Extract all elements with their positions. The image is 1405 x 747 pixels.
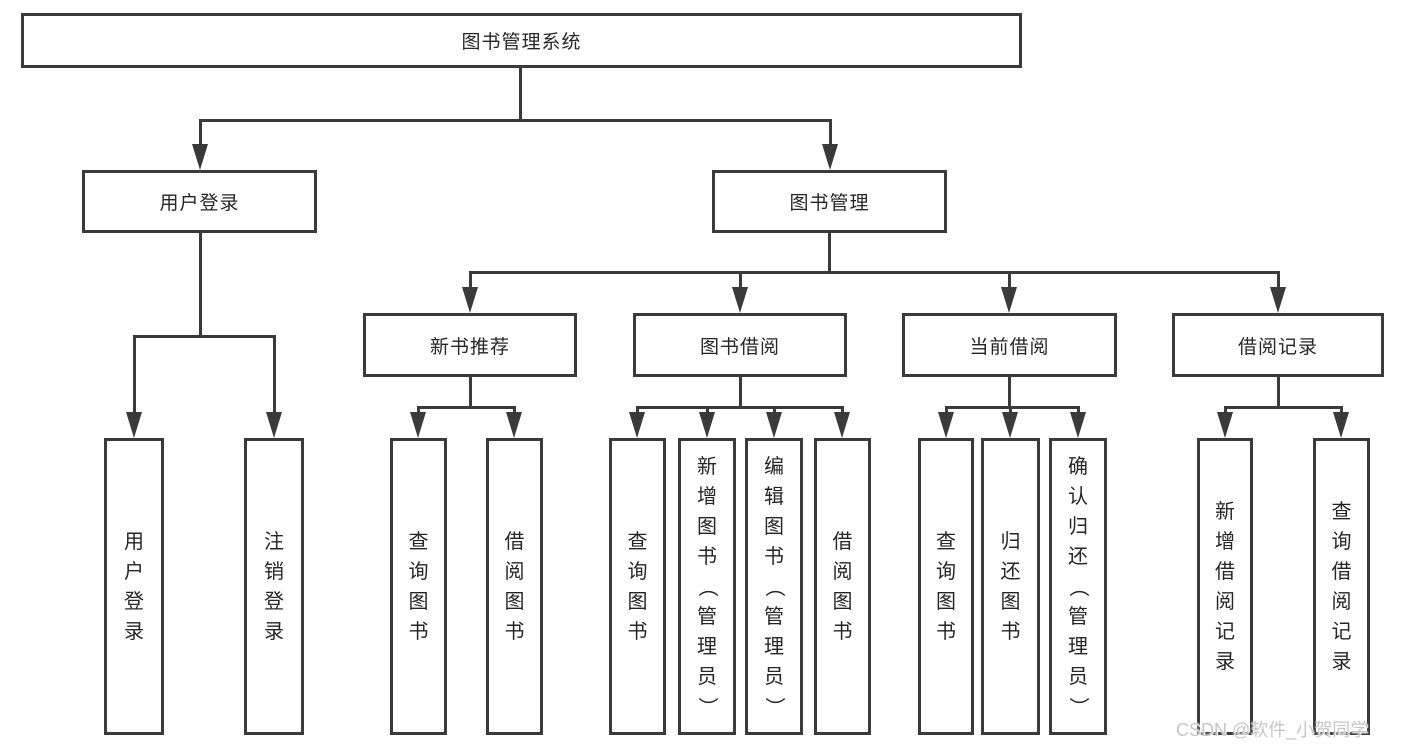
- node-label: 用户登录: [124, 530, 144, 643]
- node-label: 借阅记录: [1237, 336, 1318, 358]
- arrow-down-icon: [1000, 287, 1017, 313]
- connector-line: [417, 406, 420, 415]
- connector-line: [132, 335, 136, 413]
- connector-line: [513, 406, 516, 415]
- node-query-borrow-record: 查询借阅记录: [1313, 438, 1370, 735]
- connector-line: [738, 271, 742, 290]
- arrow-down-icon: [731, 287, 748, 313]
- arrow-down-icon: [834, 412, 850, 438]
- connector-line: [1009, 406, 1012, 415]
- arrow-down-icon: [765, 412, 782, 438]
- node-add-borrow-record: 新增借阅记录: [1197, 438, 1253, 735]
- connector-line: [705, 406, 709, 415]
- node-label: 借阅图书: [832, 530, 853, 643]
- node-label: 图书借阅: [699, 336, 780, 358]
- node-label: 查询图书: [408, 530, 429, 643]
- node-book-management: 图书管理: [712, 170, 947, 233]
- node-book-borrowing: 图书借阅: [633, 313, 847, 377]
- node-label: 新增借阅记录: [1215, 500, 1235, 673]
- node-label: 新增图书（管理员）: [696, 455, 718, 717]
- node-new-book-recommend: 新书推荐: [363, 313, 577, 377]
- connector-line: [468, 271, 472, 290]
- connector-line: [272, 335, 276, 413]
- connector-line: [1076, 406, 1080, 415]
- connector-line: [198, 119, 202, 147]
- node-label: 编辑图书（管理员）: [763, 455, 785, 717]
- arrow-down-icon: [265, 412, 282, 438]
- connector-line: [417, 406, 516, 409]
- node-logout: 注销登录: [244, 438, 304, 735]
- connector-line: [468, 377, 472, 409]
- connector-line: [468, 271, 1280, 274]
- arrow-down-icon: [629, 412, 645, 438]
- connector-line: [738, 377, 742, 409]
- connector-line: [944, 406, 948, 415]
- connector-line: [1223, 406, 1227, 415]
- node-label: 用户登录: [159, 193, 240, 214]
- watermark: CSDN @软件_小贺同学: [1176, 720, 1369, 740]
- node-query-book-recommend: 查询图书: [390, 438, 447, 735]
- arrow-down-icon: [1333, 412, 1349, 438]
- connector-line: [198, 233, 202, 338]
- node-library-system: 图书管理系统: [21, 13, 1022, 68]
- connector-line: [1008, 377, 1011, 409]
- connector-line: [1223, 406, 1343, 409]
- arrow-down-icon: [191, 144, 208, 170]
- arrow-down-icon: [937, 412, 954, 438]
- arrow-down-icon: [1002, 412, 1018, 438]
- node-label: 借阅图书: [504, 530, 525, 643]
- node-return-book: 归还图书: [981, 438, 1040, 735]
- arrow-down-icon: [125, 412, 142, 438]
- connector-line: [772, 406, 776, 415]
- node-login-user: 用户登录: [104, 438, 164, 735]
- node-confirm-return-admin: 确认归还（管理员）: [1049, 438, 1107, 735]
- arrow-down-icon: [698, 412, 715, 438]
- connector-line: [841, 406, 844, 415]
- node-label: 图书管理系统: [461, 32, 582, 53]
- arrow-down-icon: [410, 412, 426, 438]
- connector-line: [636, 406, 639, 415]
- connector-line: [1007, 271, 1011, 290]
- connector-line: [1340, 406, 1343, 415]
- node-label: 查询借阅记录: [1331, 500, 1352, 673]
- connector-line: [518, 68, 522, 122]
- node-label: 当前借阅: [969, 336, 1050, 358]
- connector-line: [1276, 271, 1280, 290]
- node-label: 确认归还（管理员）: [1067, 455, 1089, 717]
- node-edit-book-admin: 编辑图书（管理员）: [745, 438, 803, 735]
- node-add-book-admin: 新增图书（管理员）: [678, 438, 736, 735]
- arrow-down-icon: [1216, 412, 1233, 438]
- connector-line: [944, 406, 1080, 409]
- node-label: 归还图书: [1000, 530, 1021, 643]
- arrow-down-icon: [506, 412, 522, 438]
- connector-line: [828, 233, 831, 274]
- node-user-login: 用户登录: [82, 170, 317, 233]
- node-borrow-book-recommend: 借阅图书: [486, 438, 543, 735]
- node-label: 图书管理: [789, 193, 870, 214]
- connector-line: [828, 119, 832, 147]
- node-borrow-book-borrowing: 借阅图书: [814, 438, 871, 735]
- node-query-book-current: 查询图书: [918, 438, 974, 735]
- arrow-down-icon: [461, 287, 478, 313]
- node-label: 新书推荐: [429, 336, 510, 358]
- node-label: 注销登录: [264, 530, 284, 643]
- arrow-down-icon: [1269, 287, 1286, 313]
- node-query-book-borrowing: 查询图书: [609, 438, 666, 735]
- node-current-borrowing: 当前借阅: [902, 313, 1117, 377]
- node-label: 查询图书: [936, 530, 956, 643]
- node-label: 查询图书: [627, 530, 648, 643]
- node-borrowing-records: 借阅记录: [1172, 313, 1384, 377]
- arrow-down-icon: [821, 144, 838, 170]
- connector-line: [636, 406, 844, 409]
- connector-line: [132, 335, 276, 338]
- connector-line: [198, 119, 832, 122]
- arrow-down-icon: [1069, 412, 1086, 438]
- connector-line: [1276, 377, 1280, 409]
